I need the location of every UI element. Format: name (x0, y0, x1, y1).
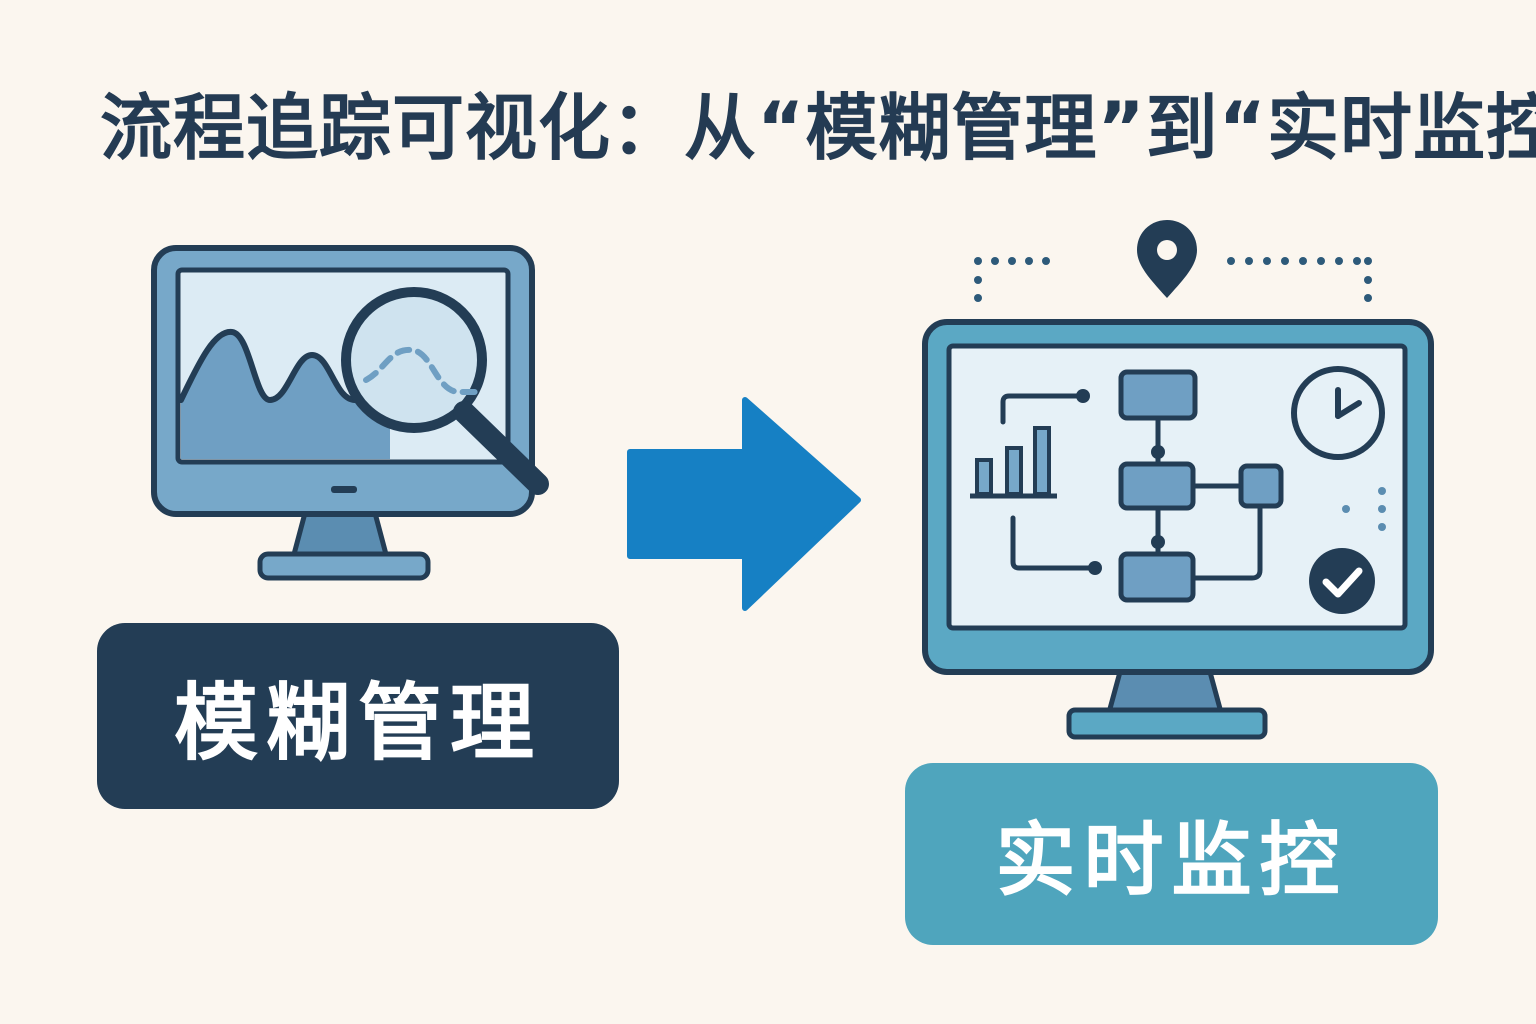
clock-icon (1291, 366, 1385, 460)
flowchart-icon (1118, 369, 1284, 603)
wave-area (181, 331, 390, 459)
page-title: 流程追踪可视化：从“模糊管理”到“实时监控 (100, 86, 1536, 170)
arrow-right-icon (627, 397, 861, 611)
wave-line (178, 329, 368, 404)
fuzzy-management-label: 模糊管理 (97, 623, 619, 809)
bar-chart-icon (970, 426, 1057, 499)
fuzzy-management-text: 模糊管理 (173, 673, 542, 772)
magnified-dashed-line (363, 346, 478, 395)
status-dots (1342, 487, 1386, 531)
magnifier-lens (341, 287, 487, 433)
monitor-with-flowchart-icon (922, 220, 1434, 740)
realtime-monitoring-text: 实时监控 (995, 814, 1348, 907)
check-circle-icon (1309, 548, 1375, 614)
monitor-base (1066, 707, 1268, 740)
tracking-dots (974, 257, 1372, 302)
monitor-power-led (331, 486, 357, 493)
magnifier-handle (453, 401, 549, 495)
realtime-monitoring-label: 实时监控 (905, 763, 1438, 945)
connector-lines (1000, 393, 1096, 571)
monitor-base (257, 551, 431, 581)
monitor-stand (290, 510, 390, 561)
monitor-with-magnified-chart-icon (151, 245, 549, 581)
